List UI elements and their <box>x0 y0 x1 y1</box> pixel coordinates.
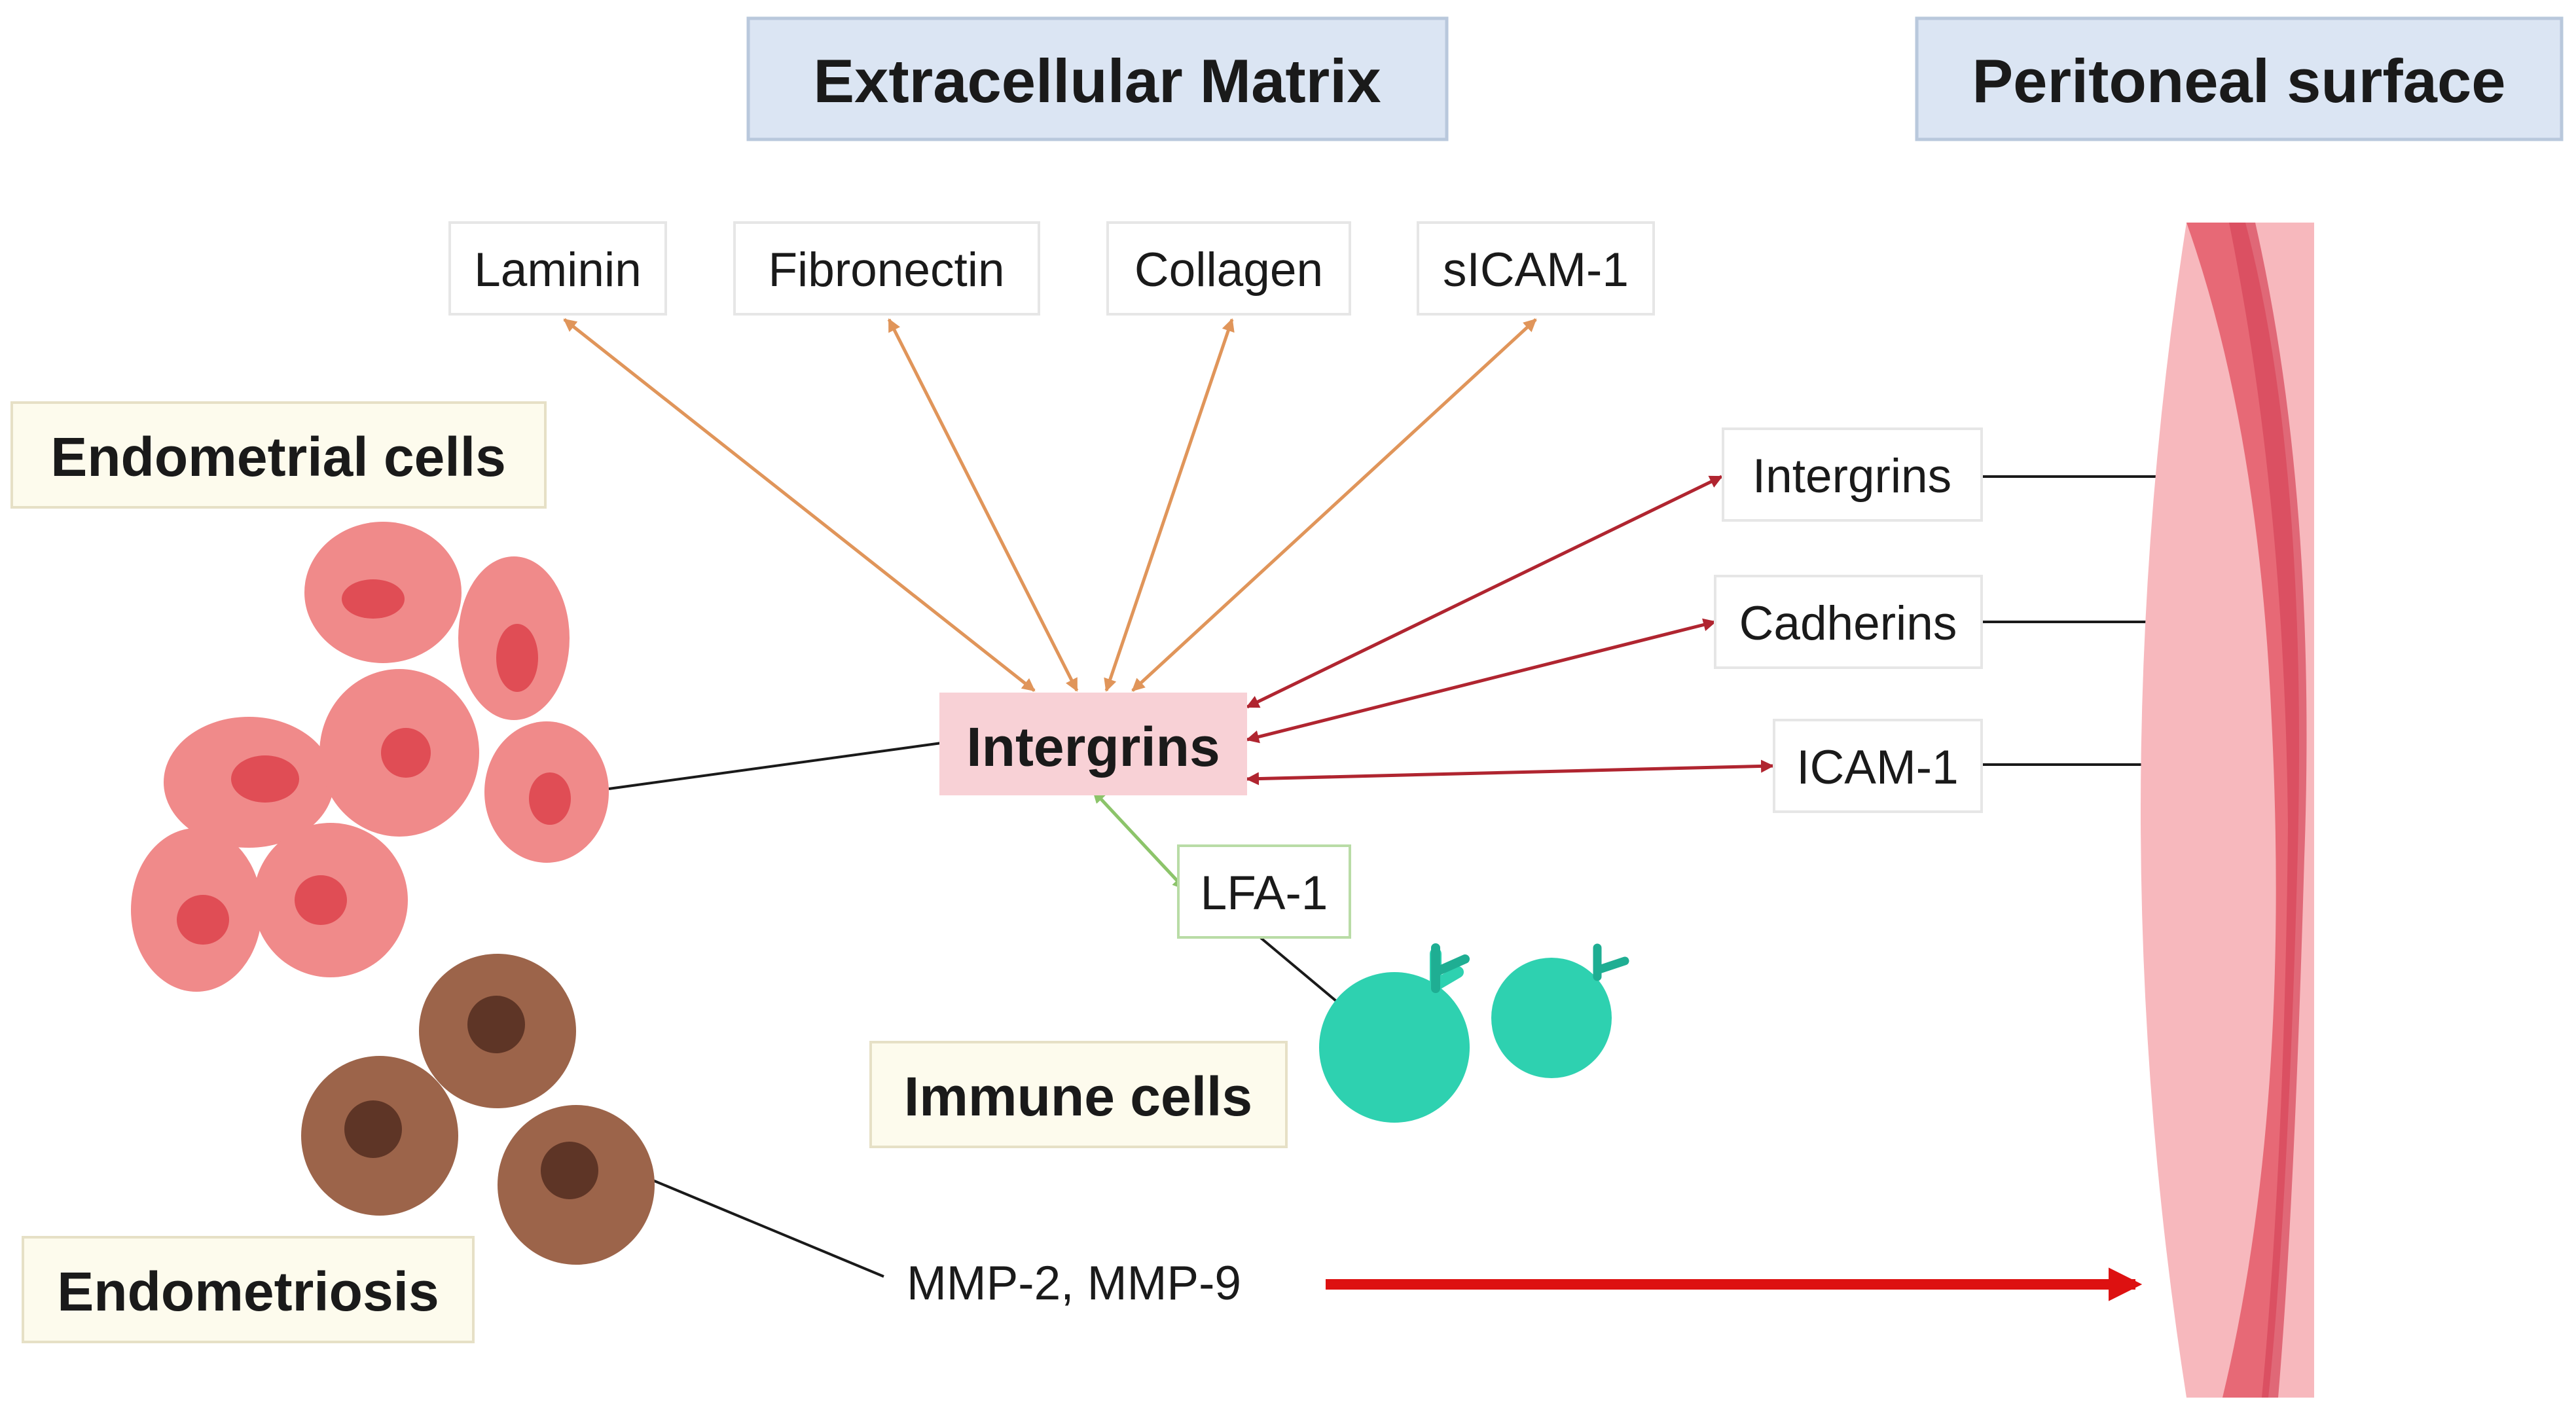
endometrial-cells-label: Endometrial cells <box>50 426 506 488</box>
arrow-integrins-fibronectin <box>887 318 1079 692</box>
peritoneal-surface-title: Peritoneal surface <box>1972 46 2505 115</box>
ecm-sicam1-box: sICAM-1 <box>1417 221 1655 316</box>
endometriosis-label-box: Endometriosis <box>22 1236 475 1343</box>
cadherins-label: Cadherins <box>1739 597 1957 650</box>
immune-cells-label: Immune cells <box>904 1066 1252 1127</box>
lfa1-box: LFA-1 <box>1177 844 1351 939</box>
endometrial-cell-cluster-icon <box>131 522 609 992</box>
ecm-laminin-box: Laminin <box>448 221 667 316</box>
connector-endometriosis-mmp <box>647 1177 884 1278</box>
arrow-integrins-peritoneal-integrins <box>1246 475 1723 709</box>
peritoneal-integrins-box: Intergrins <box>1722 427 1983 522</box>
extracellular-matrix-header: Extracellular Matrix <box>746 16 1449 141</box>
connector-lfa1-immune <box>1259 936 1350 1013</box>
ecm-collagen-label: Collagen <box>1134 244 1323 297</box>
ecm-sicam1-label: sICAM-1 <box>1443 244 1629 297</box>
central-integrins-label: Intergrins <box>966 716 1220 778</box>
arrow-integrins-lfa1 <box>1092 789 1186 890</box>
arrow-integrins-sicam1 <box>1131 318 1537 692</box>
lfa1-label: LFA-1 <box>1201 867 1328 920</box>
mmp-label: MMP-2, MMP-9 <box>907 1257 1241 1310</box>
extracellular-matrix-title: Extracellular Matrix <box>813 46 1381 115</box>
icam1-box: ICAM-1 <box>1773 719 1983 813</box>
cadherins-box: Cadherins <box>1714 575 1983 669</box>
arrow-integrins-collagen <box>1104 318 1235 692</box>
ecm-collagen-box: Collagen <box>1106 221 1351 316</box>
ecm-laminin-label: Laminin <box>474 244 642 297</box>
central-integrins-box: Intergrins <box>939 693 1247 795</box>
endometriosis-label: Endometriosis <box>57 1261 439 1322</box>
arrow-integrins-laminin <box>563 318 1036 692</box>
peritoneal-surface-illustration-icon <box>2141 223 2314 1398</box>
arrow-integrins-cadherins <box>1246 618 1716 744</box>
immune-cell-icons <box>1319 943 1629 1123</box>
ecm-fibronectin-label: Fibronectin <box>768 244 1004 297</box>
arrow-integrins-icam1 <box>1246 759 1774 786</box>
endometriosis-cell-cluster-icon <box>301 954 655 1265</box>
icam1-label: ICAM-1 <box>1796 741 1958 794</box>
ecm-fibronectin-box: Fibronectin <box>733 221 1040 316</box>
immune-cells-label-box: Immune cells <box>869 1041 1288 1148</box>
endometrial-cells-label-box: Endometrial cells <box>10 401 547 509</box>
connector-endometrial-integrins <box>608 742 942 790</box>
peritoneal-surface-header: Peritoneal surface <box>1915 16 2564 141</box>
peritoneal-integrins-label: Intergrins <box>1752 450 1951 503</box>
